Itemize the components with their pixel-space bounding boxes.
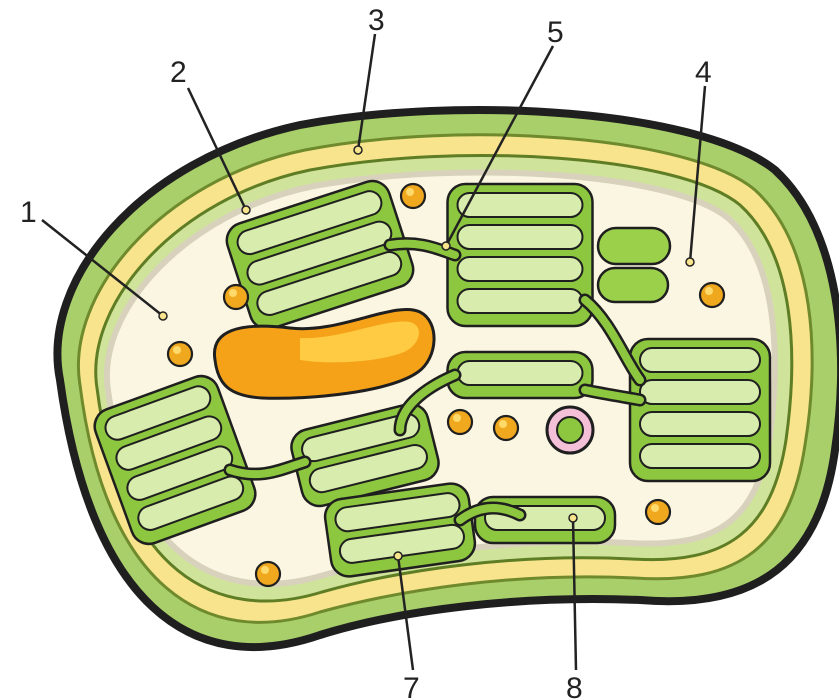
lipid-droplet (700, 283, 724, 307)
label-2: 2 (170, 56, 187, 89)
thylakoid-disc (458, 289, 583, 313)
thylakoid-disc (640, 444, 760, 468)
thylakoid-disc (458, 225, 583, 249)
lipid-droplet (401, 184, 425, 208)
granum-stack (448, 352, 593, 398)
leader-dot-4 (686, 258, 694, 266)
leader-dot-7 (394, 552, 402, 560)
green-lobe (598, 268, 668, 302)
thylakoid-disc (458, 257, 583, 281)
ribosome-ring-inner (557, 417, 583, 443)
thylakoid-disc (458, 361, 583, 385)
leader-dot-5 (442, 242, 450, 250)
label-7: 7 (403, 672, 420, 700)
granum-stack (448, 184, 593, 326)
thylakoid-disc (640, 348, 760, 372)
label-4: 4 (695, 56, 712, 89)
lipid-droplet (256, 562, 280, 586)
leader-dot-8 (569, 514, 577, 522)
thylakoid-disc (458, 193, 583, 217)
lipid-droplet (646, 500, 670, 524)
granum-stack (630, 339, 770, 481)
leader-dot-1 (159, 312, 167, 320)
leader-dot-3 (354, 146, 362, 154)
lipid-droplet (494, 416, 518, 440)
lipid-droplet (224, 285, 248, 309)
thylakoid-disc (640, 412, 760, 436)
green-lobe (598, 228, 670, 264)
label-1: 1 (20, 196, 37, 229)
label-5: 5 (547, 16, 564, 49)
label-3: 3 (368, 4, 385, 37)
thylakoid-disc (640, 380, 760, 404)
lipid-droplet (448, 410, 472, 434)
label-8: 8 (566, 672, 583, 700)
leader-dot-2 (242, 206, 250, 214)
lipid-droplet (168, 342, 192, 366)
